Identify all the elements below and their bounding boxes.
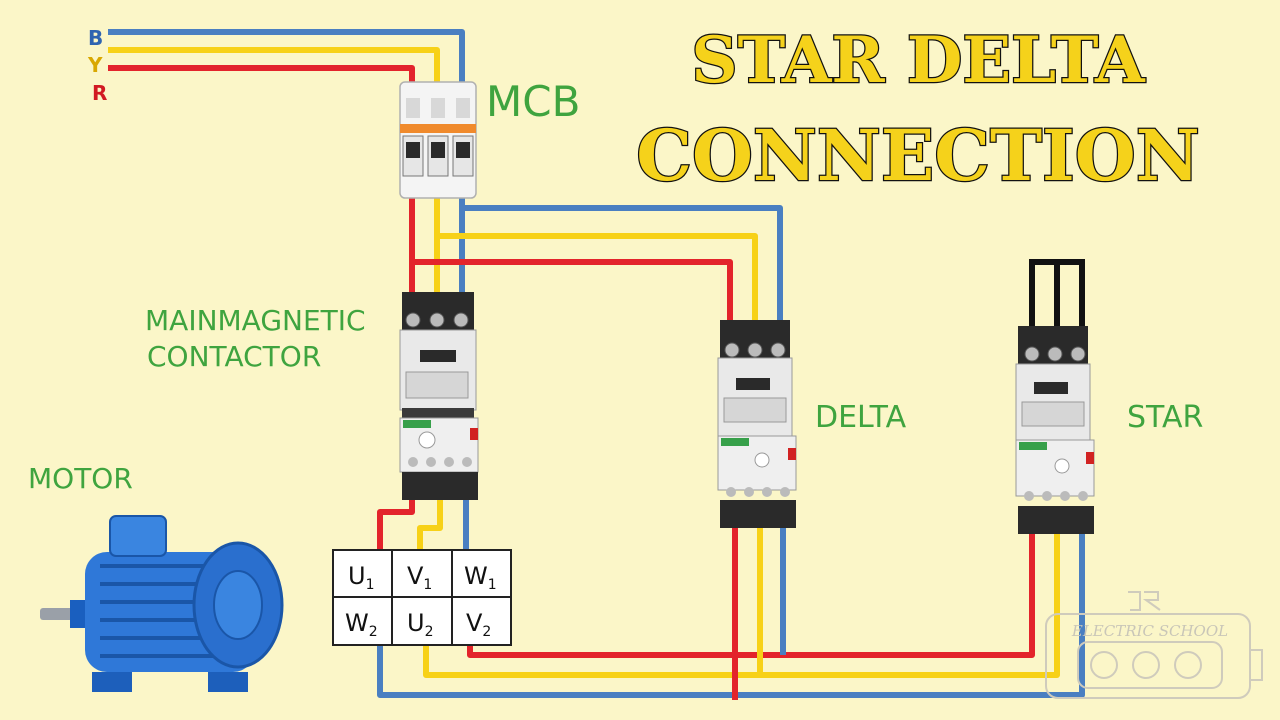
delta-label: DELTA xyxy=(815,400,907,435)
terminal-u1: U1 xyxy=(348,562,375,593)
mcb xyxy=(399,81,477,199)
w2-star-blue xyxy=(377,530,1085,698)
main-contactor-label-line1: MAINMAGNETIC xyxy=(145,304,366,337)
u2-star-yellow xyxy=(423,530,1060,678)
main-contactor-label-line2: CONTACTOR xyxy=(147,340,321,373)
main-contactor xyxy=(399,292,477,420)
motor-terminal-box: U1 V1 W1 W2 U2 V2 xyxy=(332,549,512,646)
delta-feed-yellow xyxy=(437,233,758,325)
terminal-w2: W2 xyxy=(345,609,378,640)
terminal-v2: V2 xyxy=(466,609,491,640)
star-label: STAR xyxy=(1127,400,1203,435)
star-overload-relay xyxy=(1015,439,1095,534)
phase-label-y: Y xyxy=(87,53,103,77)
phase-label-r: R xyxy=(92,81,107,105)
motor-icon xyxy=(40,515,284,692)
watermark-text: ELECTRIC SCHOOL xyxy=(1071,622,1228,640)
delta-feed-blue xyxy=(462,205,783,325)
terminal-w1: W1 xyxy=(464,562,497,593)
delta-overload-relay xyxy=(717,435,797,528)
supply-wire-yellow xyxy=(108,47,440,90)
mcb-label: MCB xyxy=(486,77,580,126)
terminal-u2: U2 xyxy=(407,609,434,640)
delta-feed-red xyxy=(412,259,733,325)
star-bridge xyxy=(1029,259,1085,330)
star-contactor xyxy=(1015,326,1091,441)
phase-label-b: B xyxy=(88,26,103,50)
delta-contactor xyxy=(717,320,793,437)
title-line-2: CONNECTION xyxy=(636,114,1200,197)
supply-wire-blue xyxy=(108,29,465,90)
watermark-logo xyxy=(1045,591,1263,699)
terminal-v1: V1 xyxy=(407,562,432,593)
title-line-1: STAR DELTA xyxy=(691,23,1146,98)
overload-u1-red xyxy=(377,492,415,575)
main-overload-relay xyxy=(399,417,479,500)
motor-label: MOTOR xyxy=(28,462,133,495)
